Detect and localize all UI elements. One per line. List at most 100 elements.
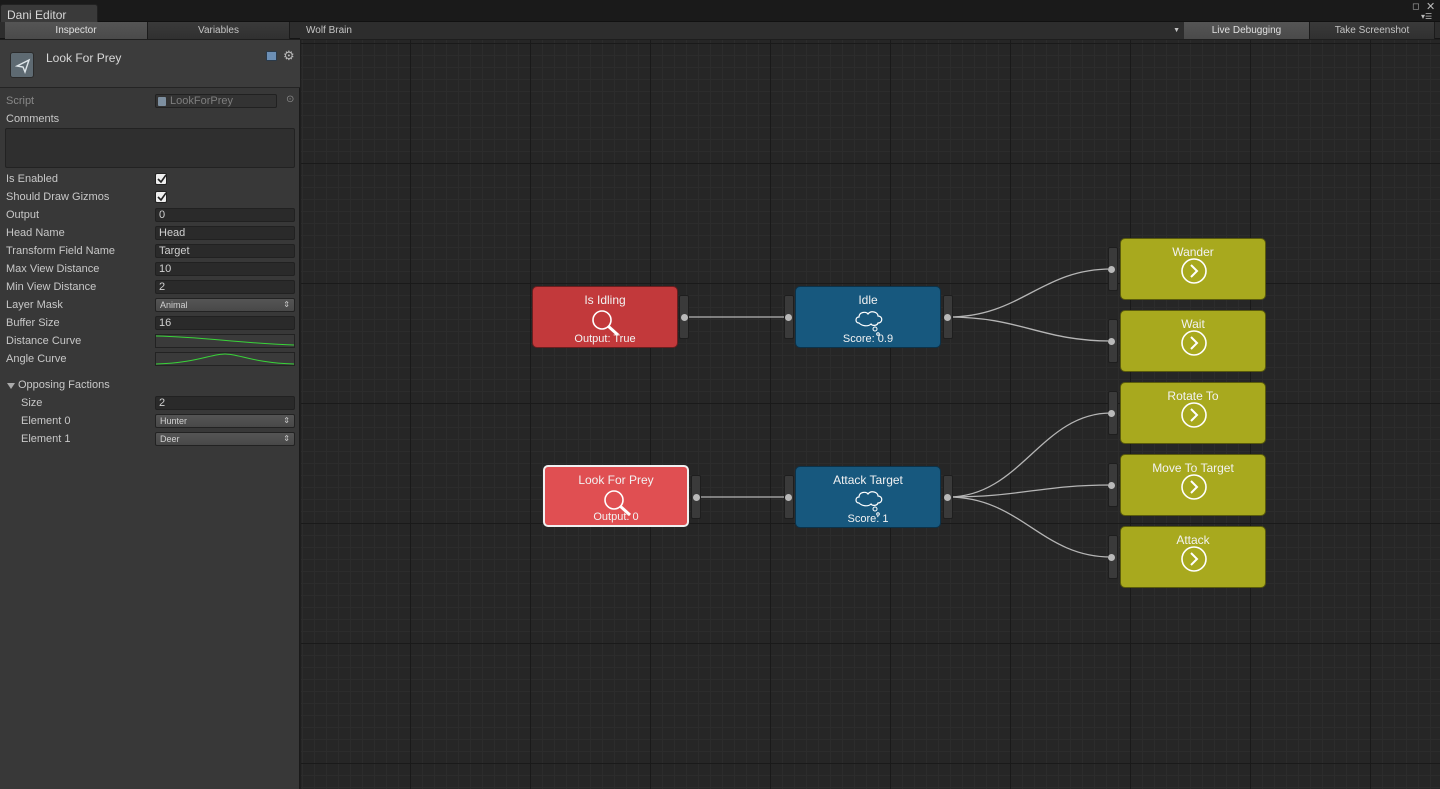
tab-variables[interactable]: Variables bbox=[148, 22, 290, 39]
max-view-distance-row: Max View Distance 10 bbox=[0, 261, 300, 279]
min-view-distance-field[interactable]: 2 bbox=[155, 280, 295, 294]
play-circle-icon bbox=[1181, 258, 1207, 284]
graph-canvas[interactable]: Is Idling Output: True Look For Prey Out… bbox=[301, 40, 1440, 789]
tab-inspector[interactable]: Inspector bbox=[5, 22, 148, 39]
brain-selector-label: Wolf Brain bbox=[306, 25, 352, 36]
port-dot bbox=[785, 314, 792, 321]
angle-curve-graph bbox=[155, 353, 295, 365]
magnifier-icon bbox=[592, 310, 620, 337]
element-0-dropdown[interactable]: Hunter ⇕ bbox=[155, 414, 295, 428]
max-view-distance-field[interactable]: 10 bbox=[155, 262, 295, 276]
script-file-icon bbox=[158, 97, 166, 106]
wire-idle-to-wander bbox=[947, 268, 1112, 318]
min-view-distance-row: Min View Distance 2 bbox=[0, 279, 300, 297]
buffer-size-label: Buffer Size bbox=[6, 317, 60, 329]
play-circle-icon bbox=[1181, 402, 1207, 428]
layer-mask-label: Layer Mask bbox=[6, 299, 63, 311]
node-title: Attack bbox=[1176, 533, 1210, 547]
angle-curve-field[interactable] bbox=[155, 352, 295, 366]
head-name-row: Head Name Head bbox=[0, 225, 300, 243]
should-draw-gizmos-checkbox[interactable] bbox=[155, 191, 167, 203]
opposing-factions-foldout[interactable]: Opposing Factions bbox=[0, 377, 300, 395]
checkmark-icon bbox=[157, 192, 167, 202]
node-title: Wander bbox=[1172, 245, 1214, 259]
node-attack-target[interactable]: Attack Target Score: 1 bbox=[795, 466, 941, 528]
head-name-field[interactable]: Head bbox=[155, 226, 295, 240]
node-attack[interactable]: Attack bbox=[1120, 526, 1266, 588]
node-rotate-to[interactable]: Rotate To bbox=[1120, 382, 1266, 444]
node-is-idling[interactable]: Is Idling Output: True bbox=[532, 286, 678, 348]
layer-mask-dropdown[interactable]: Animal ⇕ bbox=[155, 298, 295, 312]
node-title: Wait bbox=[1181, 317, 1205, 331]
help-book-icon[interactable] bbox=[266, 51, 277, 61]
max-view-distance-label: Max View Distance bbox=[6, 263, 100, 275]
port-dot bbox=[681, 314, 688, 321]
maximize-icon[interactable]: ◻ bbox=[1412, 1, 1420, 11]
editor-window-tab[interactable]: Dani Editor bbox=[0, 4, 98, 22]
node-look-for-prey[interactable]: Look For Prey Output: 0 bbox=[543, 465, 689, 527]
close-icon[interactable]: ✕ bbox=[1426, 1, 1436, 13]
should-draw-gizmos-label: Should Draw Gizmos bbox=[6, 191, 110, 203]
port-dot bbox=[785, 494, 792, 501]
distance-curve-row: Distance Curve bbox=[0, 333, 300, 351]
comments-label: Comments bbox=[6, 113, 60, 125]
angle-curve-label: Angle Curve bbox=[6, 353, 67, 365]
comments-textarea[interactable] bbox=[5, 128, 295, 168]
script-label: Script bbox=[6, 95, 35, 107]
node-move-to-target[interactable]: Move To Target bbox=[1120, 454, 1266, 516]
thought-bubble-icon bbox=[855, 311, 883, 336]
live-debugging-button[interactable]: Live Debugging bbox=[1184, 22, 1310, 39]
brain-selector-dropdown[interactable]: Wolf Brain ▼ bbox=[300, 22, 1184, 39]
object-picker-icon[interactable]: ⊙ bbox=[286, 94, 295, 105]
play-circle-icon bbox=[1181, 330, 1207, 356]
port-dot bbox=[944, 314, 951, 321]
gear-icon[interactable]: ⚙ bbox=[283, 48, 295, 63]
output-field[interactable]: 0 bbox=[155, 208, 295, 222]
node-score: Score: 0.9 bbox=[842, 333, 894, 345]
updown-arrow-icon: ⇕ bbox=[283, 434, 290, 443]
node-title: Rotate To bbox=[1167, 389, 1219, 403]
wire-idle-to-wait bbox=[947, 316, 1112, 342]
port-dot bbox=[1108, 554, 1115, 561]
should-draw-gizmos-row: Should Draw Gizmos bbox=[0, 189, 300, 207]
layer-mask-value: Animal bbox=[160, 300, 188, 310]
angle-curve-row: Angle Curve bbox=[0, 351, 300, 369]
node-wait[interactable]: Wait bbox=[1120, 310, 1266, 372]
node-title: Is Idling bbox=[584, 293, 626, 307]
updown-arrow-icon: ⇕ bbox=[283, 300, 290, 309]
transform-field-name-field[interactable]: Target bbox=[155, 244, 295, 258]
window-menu-icon[interactable]: ▾☰ bbox=[1421, 12, 1433, 21]
port-dot bbox=[1108, 266, 1115, 273]
head-name-label: Head Name bbox=[6, 227, 65, 239]
element-1-dropdown[interactable]: Deer ⇕ bbox=[155, 432, 295, 446]
inspector-title: Look For Prey bbox=[46, 51, 122, 65]
port-dot bbox=[1108, 410, 1115, 417]
connection-wires bbox=[684, 268, 1112, 558]
node-score: Score: 1 bbox=[847, 513, 889, 525]
node-idle[interactable]: Idle Score: 0.9 bbox=[795, 286, 941, 348]
is-enabled-checkbox[interactable] bbox=[155, 173, 167, 185]
opposing-factions-label: Opposing Factions bbox=[18, 379, 110, 391]
is-enabled-row: Is Enabled bbox=[0, 171, 300, 189]
node-title: Attack Target bbox=[833, 473, 903, 487]
buffer-size-row: Buffer Size 16 bbox=[0, 315, 300, 333]
buffer-size-field[interactable]: 16 bbox=[155, 316, 295, 330]
wire-attack-target-to-attack bbox=[947, 496, 1112, 558]
transform-field-name-label: Transform Field Name bbox=[6, 245, 116, 257]
min-view-distance-label: Min View Distance bbox=[6, 281, 97, 293]
take-screenshot-button[interactable]: Take Screenshot bbox=[1310, 22, 1435, 39]
element-1-row: Element 1 Deer ⇕ bbox=[0, 431, 300, 449]
distance-curve-field[interactable] bbox=[155, 334, 295, 348]
element-0-label: Element 0 bbox=[21, 415, 71, 427]
is-enabled-label: Is Enabled bbox=[6, 173, 58, 185]
node-output: Output: True bbox=[574, 333, 636, 345]
port-dot bbox=[693, 494, 700, 501]
element-0-row: Element 0 Hunter ⇕ bbox=[0, 413, 300, 431]
chevron-down-icon: ▼ bbox=[1173, 27, 1180, 34]
foldout-triangle-icon bbox=[7, 383, 15, 389]
distance-curve-graph bbox=[155, 335, 295, 346]
factions-size-field[interactable]: 2 bbox=[155, 396, 295, 410]
script-field: LookForPrey bbox=[155, 94, 277, 108]
node-wander[interactable]: Wander bbox=[1120, 238, 1266, 300]
element-0-value: Hunter bbox=[160, 416, 188, 426]
